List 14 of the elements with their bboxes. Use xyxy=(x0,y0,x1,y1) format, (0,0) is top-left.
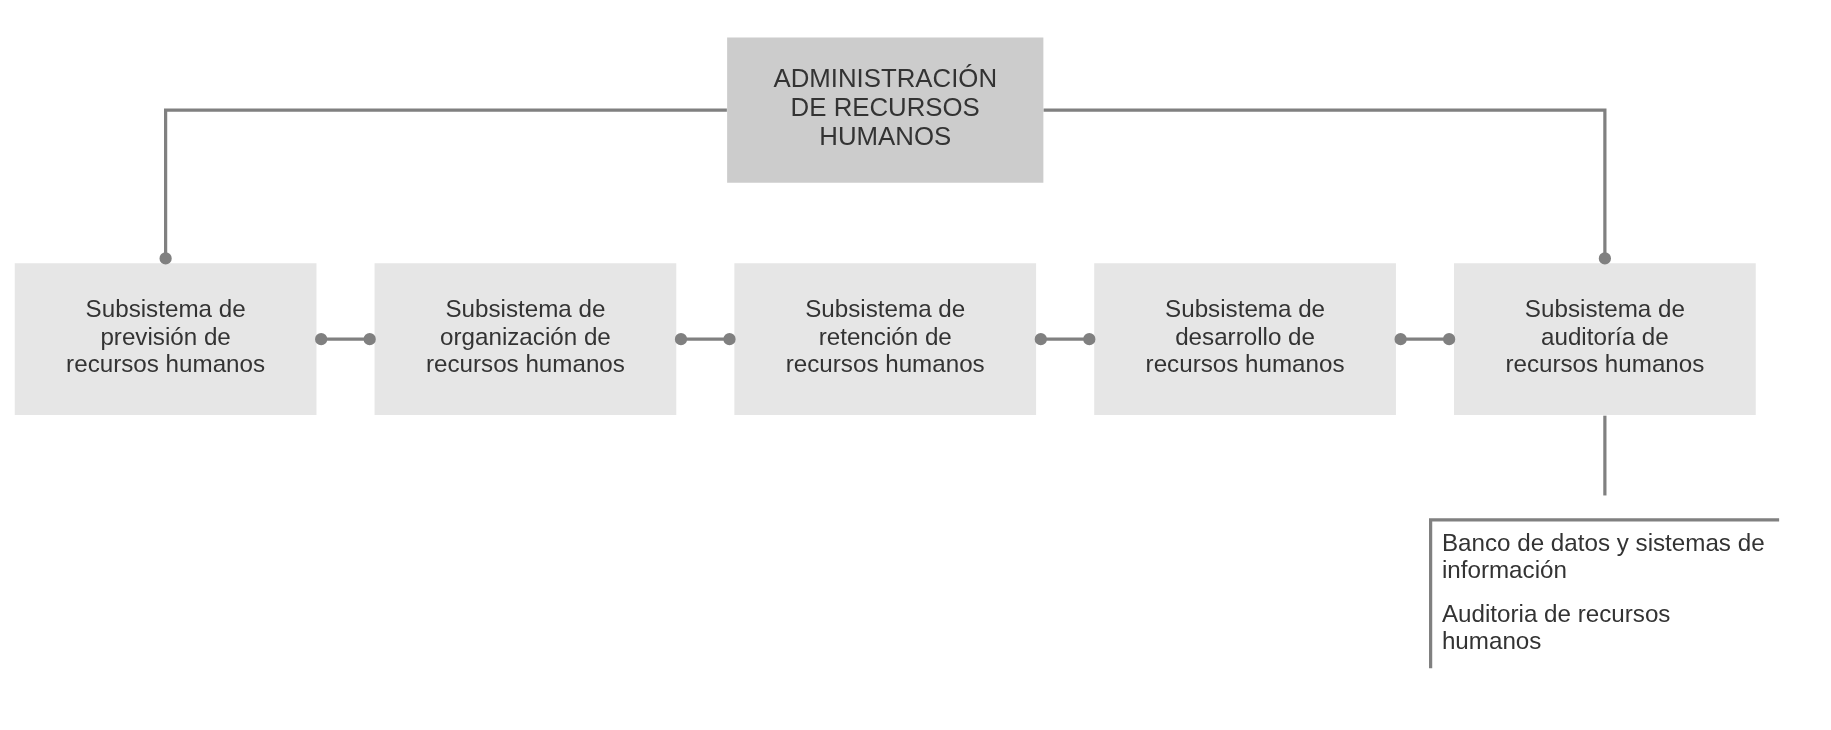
connector xyxy=(674,333,736,346)
connector xyxy=(1034,333,1096,346)
connector xyxy=(1603,415,1607,496)
node-box: Subsistema de auditoría de recursos humanos xyxy=(1454,263,1756,415)
node-box: Subsistema de organización de recursos humanos xyxy=(374,263,677,415)
node-text: Banco de datos y sistemas de información Auditoria de recursos humanos xyxy=(1441,528,1765,654)
node-box: Subsistema de desarrollo de recursos humanos xyxy=(1094,263,1396,415)
connector xyxy=(315,333,376,346)
node-box: Subsistema de previsión de recursos humanos xyxy=(14,263,317,415)
connector xyxy=(1394,333,1456,346)
node-box: Subsistema de retención de recursos humanos xyxy=(734,263,1037,415)
connector xyxy=(159,108,727,265)
connector xyxy=(1043,108,1611,265)
node-box: ADMINISTRACIÓN DE RECURSOS HUMANOS xyxy=(727,37,1044,183)
